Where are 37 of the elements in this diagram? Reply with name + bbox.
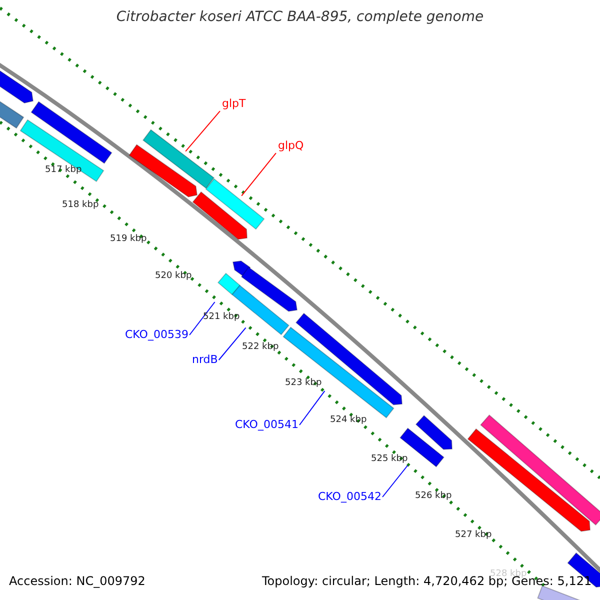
gene-name: nrdB: [192, 354, 218, 366]
leader-line: [241, 152, 276, 196]
leader-line: [189, 302, 216, 336]
gene-name: glpQ: [278, 140, 304, 152]
gene-feature: [217, 272, 241, 296]
tick-label: 525 kbp: [371, 455, 408, 465]
gene-feature-pointed: [415, 414, 453, 450]
gene-feature-pointed: [240, 266, 298, 312]
tick-label: 522 kbp: [242, 343, 279, 353]
tick-label: 527 kbp: [455, 531, 492, 541]
tick-label: 524 kbp: [330, 416, 367, 426]
tick-label: 526 kbp: [415, 492, 452, 502]
gene-feature: [205, 178, 265, 230]
tick-label: 523 kbp: [285, 379, 322, 389]
title: Citrobacter koseri ATCC BAA-895, complete genome: [115, 10, 485, 26]
tick-label: 517 kbp: [45, 166, 82, 176]
gene-feature: [30, 101, 112, 164]
genome-info-text: Topology: circular; Length: 4,720,462 bp; Genes: 5,121: [262, 575, 592, 588]
gene-feature: [480, 414, 600, 526]
tick-label: 518 kbp: [62, 201, 99, 211]
leader-line: [218, 327, 246, 360]
gene-feature: [142, 129, 215, 189]
leader-line: [185, 110, 220, 152]
tick-label: 519 kbp: [110, 235, 147, 245]
gene-feature-pointed: [192, 191, 248, 240]
gene-name: CKO_00541: [235, 419, 298, 432]
gene-feature-pointed: [467, 428, 591, 532]
tick-label: 520 kbp: [155, 272, 192, 282]
gene-name: CKO_00539: [125, 329, 188, 342]
gene-feature: [20, 119, 104, 182]
tick-label: 521 kbp: [203, 313, 240, 323]
gene-feature-pointed: [128, 144, 198, 198]
accession-text: Accession: NC_009792: [9, 575, 146, 588]
leader-line: [299, 390, 326, 426]
gene-name: CKO_00542: [318, 491, 382, 504]
leader-line: [382, 465, 408, 498]
gene-name: glpT: [222, 98, 246, 110]
